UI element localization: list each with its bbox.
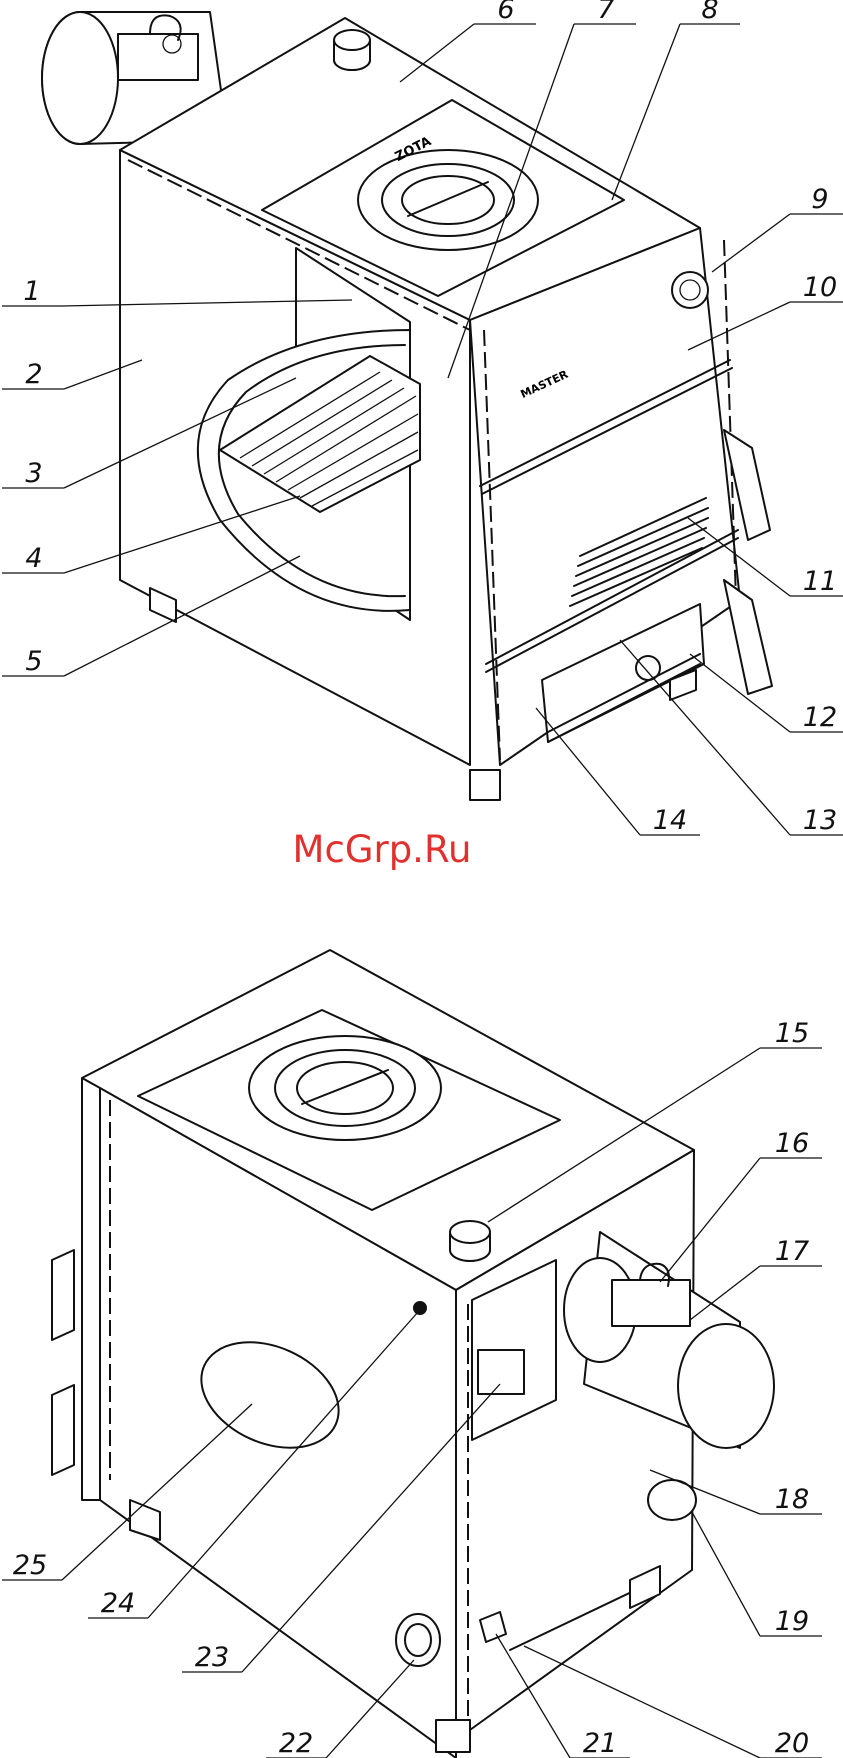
callout-leader-14 — [536, 708, 640, 835]
top-boiler-view: ZOTA MASTER — [42, 12, 772, 800]
callout-number-4: 4 — [25, 543, 42, 574]
callout-number-25: 25 — [13, 1550, 47, 1581]
callout-leader-12 — [690, 654, 790, 732]
callout-number-5: 5 — [25, 646, 42, 677]
callout-number-3: 3 — [25, 458, 42, 489]
callout-number-7: 7 — [597, 0, 614, 25]
callout-number-11: 11 — [803, 566, 837, 597]
callout-number-10: 10 — [803, 272, 837, 303]
callout-number-13: 13 — [803, 805, 837, 836]
callout-number-24: 24 — [101, 1588, 135, 1619]
callout-number-19: 19 — [775, 1606, 809, 1637]
callout-number-16: 16 — [775, 1128, 809, 1159]
callout-number-14: 14 — [653, 805, 687, 836]
callout-number-23: 23 — [195, 1642, 229, 1673]
callout-number-15: 15 — [775, 1018, 809, 1049]
callout-leader-19 — [692, 1512, 760, 1636]
callout-number-21: 21 — [583, 1728, 617, 1758]
callout-number-20: 20 — [775, 1728, 809, 1758]
callout-number-18: 18 — [775, 1484, 809, 1515]
callout-number-17: 17 — [775, 1236, 809, 1267]
callout-number-8: 8 — [701, 0, 718, 25]
callout-number-2: 2 — [25, 359, 42, 390]
callout-number-6: 6 — [497, 0, 514, 25]
callout-number-22: 22 — [279, 1728, 313, 1758]
watermark-text: McGrp.Ru — [293, 828, 472, 871]
bottom-boiler-view — [52, 950, 774, 1758]
callout-number-1: 1 — [23, 276, 40, 307]
callout-leader-8 — [612, 24, 680, 200]
rear-left-side — [82, 1078, 100, 1500]
callout-number-12: 12 — [803, 702, 837, 733]
callout-number-9: 9 — [811, 184, 828, 215]
